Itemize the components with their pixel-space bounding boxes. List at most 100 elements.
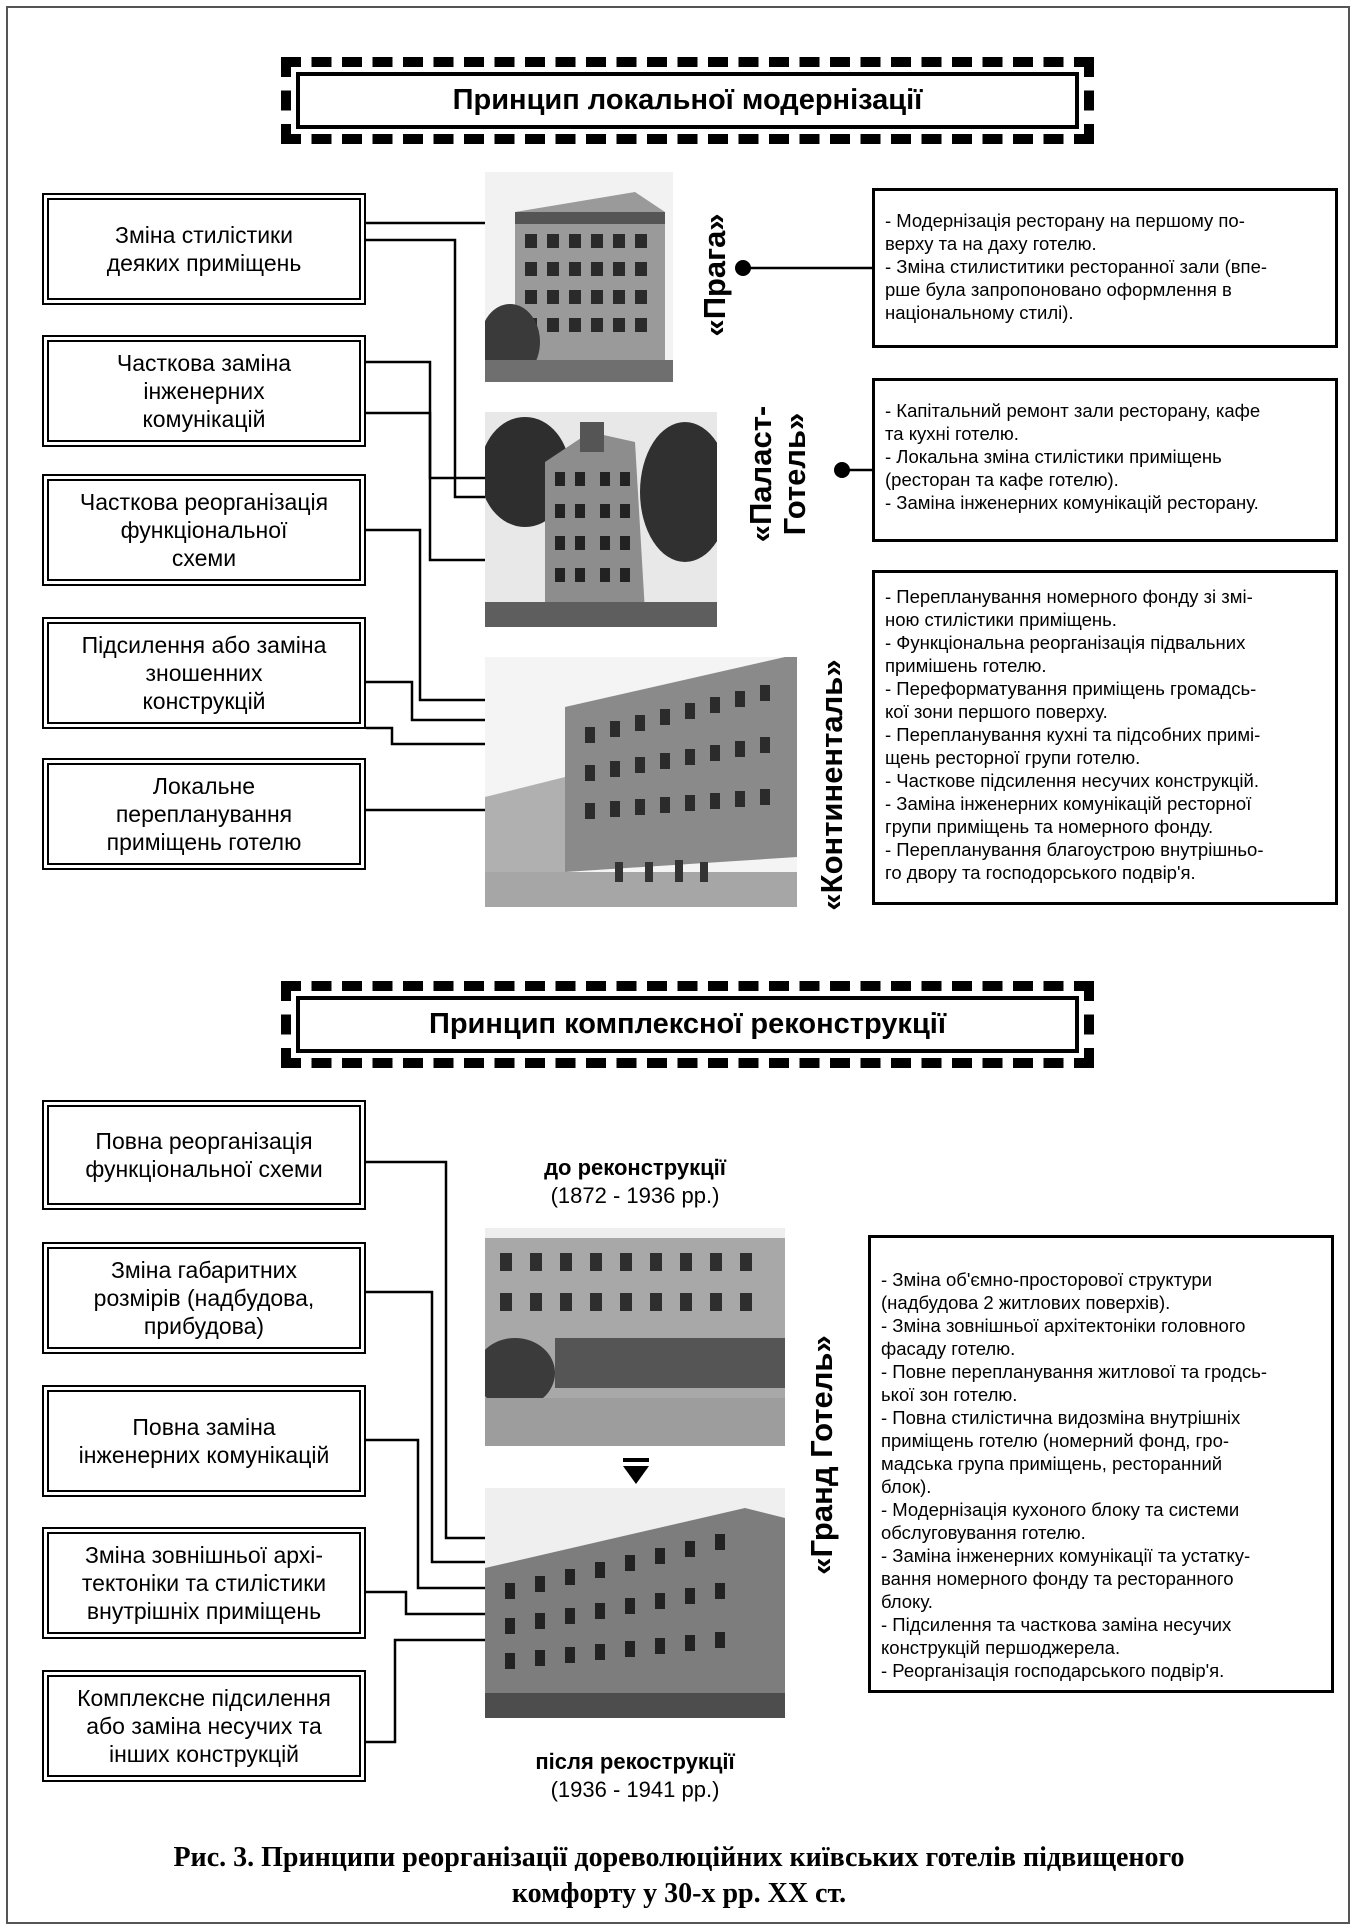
left-principle-box: Повна заміна інженерних комунікацій xyxy=(42,1385,366,1497)
left-box-text: Підсилення або заміна зношенних конструк… xyxy=(81,632,327,714)
detail-line: - Зміна зовнішньої архітектоніки головно… xyxy=(881,1315,1246,1336)
connector-line xyxy=(366,680,485,722)
left-principle-box: Зміна стилістики деяких приміщень xyxy=(42,193,366,305)
detail-line: - Функціональна реорганізація підвальних xyxy=(885,632,1246,653)
left-principle-box: Зміна зовнішньої архі- тектоніки та стил… xyxy=(42,1527,366,1639)
left-box-text: Локальне перепланування приміщень готелю xyxy=(106,773,302,855)
details-box-continental: - Перепланування номерного фонду зі змі-… xyxy=(872,570,1338,905)
detail-line: верху та на даху готелю. xyxy=(885,233,1097,254)
detail-line: (ресторан та кафе готелю). xyxy=(885,469,1119,490)
detail-line: блок). xyxy=(881,1476,932,1497)
detail-line: блоку. xyxy=(881,1591,933,1612)
left-box-text: Повна заміна інженерних комунікацій xyxy=(78,1414,330,1468)
left-box-text: Комплексне підсилення або заміна несучих… xyxy=(77,1685,331,1767)
details-box-grand: - Зміна об'ємно-просторової структури (н… xyxy=(868,1235,1334,1693)
left-principle-box: Підсилення або заміна зношенних конструк… xyxy=(42,617,366,729)
detail-line: - Капітальний ремонт зали ресторану, каф… xyxy=(885,400,1261,421)
connector-line xyxy=(366,528,485,702)
detail-line: - Повне перепланування житлової та гродс… xyxy=(881,1361,1268,1382)
after-years: (1936 - 1941 рр.) xyxy=(550,1777,720,1802)
detail-line: мадська група приміщень, ресторанний xyxy=(881,1453,1223,1474)
detail-line: рше була запропоновано оформлення в xyxy=(885,279,1232,300)
detail-line: вання номерного фонду та ресторанного xyxy=(881,1568,1234,1589)
detail-line: та кухні готелю. xyxy=(885,423,1019,444)
detail-line: (надбудова 2 житлових поверхів). xyxy=(881,1292,1171,1313)
detail-line: - Заміна інженерних комунікації та устат… xyxy=(881,1545,1251,1566)
left-principle-box: Комплексне підсилення або заміна несучих… xyxy=(42,1670,366,1782)
photo-praha-hotel xyxy=(485,172,673,382)
photo-palast-hotel xyxy=(485,412,717,627)
connector-line xyxy=(366,1290,485,1564)
down-arrow-icon xyxy=(623,1458,649,1484)
connector-line xyxy=(366,360,485,480)
detail-line: ною стилістики приміщень. xyxy=(885,609,1117,630)
detail-line: - Локальна зміна стилістики приміщень xyxy=(885,446,1222,467)
detail-line: - Часткове підсилення несучих конструкці… xyxy=(885,770,1259,791)
connector-line xyxy=(366,1638,485,1744)
connector-dot xyxy=(834,462,850,478)
before-caption: до реконструкції (1872 - 1936 рр.) xyxy=(485,1154,785,1210)
detail-line: групи приміщень та номерного фонду. xyxy=(885,816,1214,837)
details-box-palast: - Капітальний ремонт зали ресторану, каф… xyxy=(872,378,1338,542)
detail-line: - Реорганізація господарського подвір'я. xyxy=(881,1660,1225,1681)
section1-title: Принцип локальної модернізації xyxy=(452,84,923,116)
left-principle-box: Локальне перепланування приміщень готелю xyxy=(42,758,366,870)
after-label: після рекострукції xyxy=(535,1749,735,1774)
detail-line: - Підсилення та часткова заміна несучих xyxy=(881,1614,1232,1635)
figure-caption: Рис. 3. Принципи реорганізації дореволюц… xyxy=(0,1840,1358,1912)
left-principle-box: Часткова заміна інженерних комунікацій xyxy=(42,335,366,447)
detail-line: - Перепланування благоустрою внутрішньо- xyxy=(885,839,1264,860)
hotel-name-grand: «Гранд Готель» xyxy=(804,1335,839,1575)
left-box-text: Часткова заміна інженерних комунікацій xyxy=(116,350,292,432)
left-principle-box: Зміна габаритних розмірів (надбудова, пр… xyxy=(42,1242,366,1354)
connector-line xyxy=(366,1160,485,1540)
left-box-text: Зміна зовнішньої архі- тектоніки та стил… xyxy=(81,1542,327,1624)
section-title-banner: Принцип комплексної реконструкції xyxy=(281,981,1094,1068)
detail-line: - Зміна стилиститики ресторанної зали (в… xyxy=(885,256,1268,277)
before-label: до реконструкції xyxy=(544,1155,726,1180)
figure-caption-line1: Рис. 3. Принципи реорганізації дореволюц… xyxy=(173,1842,1185,1873)
detail-line: кої зони першого поверху. xyxy=(885,701,1108,722)
left-principle-box: Повна реорганізація функціональної схеми xyxy=(42,1100,366,1210)
detail-line: - Переформатування приміщень громадсь- xyxy=(885,678,1257,699)
detail-line: конструкцій першоджерела. xyxy=(881,1637,1121,1658)
connector-line xyxy=(366,1590,485,1616)
detail-line: - Модернізація кухоного блоку та системи xyxy=(881,1499,1240,1520)
hotel-name-praha: «Прага» xyxy=(697,213,732,337)
detail-line: примішень готелю. xyxy=(885,655,1047,676)
left-box-text: Зміна габаритних розмірів (надбудова, пр… xyxy=(93,1257,315,1339)
left-principle-box: Часткова реорганізація функціональної сх… xyxy=(42,474,366,586)
detail-line: го двору та господорського подвір'я. xyxy=(885,862,1196,883)
detail-line: національному стилі). xyxy=(885,302,1074,323)
detail-line: - Перепланування кухні та підсобних прим… xyxy=(885,724,1261,745)
page-frame xyxy=(6,6,1350,1924)
detail-line: - Заміна інженерних комунікацій ресторан… xyxy=(885,492,1259,513)
section2-title: Принцип комплексної реконструкції xyxy=(429,1008,946,1040)
section-title-banner: Принцип локальної модернізації xyxy=(281,57,1094,144)
photo-grand-hotel-before xyxy=(485,1228,785,1446)
connector-line xyxy=(366,726,485,746)
detail-line: - Повна стилістична видозміна внутрішніх xyxy=(881,1407,1241,1428)
detail-line: - Зміна об'ємно-просторової структури xyxy=(881,1269,1213,1290)
detail-line: приміщень готелю (номерний фонд, гро- xyxy=(881,1430,1230,1451)
detail-line: ької зон готелю. xyxy=(881,1384,1018,1405)
connector-line xyxy=(366,411,485,562)
detail-line: обслуговування готелю. xyxy=(881,1522,1086,1543)
figure-caption-line2: комфорту у 30-х рр. ХХ ст. xyxy=(511,1878,847,1909)
connector-line xyxy=(366,1438,485,1590)
detail-line: щень ресторної групи готелю. xyxy=(885,747,1141,768)
details-box-praha: - Модернізація ресторану на першому по- … xyxy=(872,188,1338,348)
detail-line: - Заміна інженерних комунікацій ресторно… xyxy=(885,793,1252,814)
detail-line: - Модернізація ресторану на першому по- xyxy=(885,210,1245,231)
left-box-text: Повна реорганізація функціональної схеми xyxy=(85,1128,323,1182)
left-box-text: Зміна стилістики деяких приміщень xyxy=(106,222,302,276)
before-years: (1872 - 1936 рр.) xyxy=(550,1183,720,1208)
after-caption: після рекострукції (1936 - 1941 рр.) xyxy=(485,1748,785,1804)
hotel-name-palast: «Паласт- Готель» xyxy=(743,405,812,543)
left-box-text: Часткова реорганізація функціональної сх… xyxy=(79,489,329,571)
detail-line: - Перепланування номерного фонду зі змі- xyxy=(885,586,1253,607)
detail-line: фасаду готелю. xyxy=(881,1338,1016,1359)
photo-grand-hotel-after xyxy=(485,1488,785,1718)
hotel-name-continental: «Континенталь» xyxy=(814,659,849,911)
